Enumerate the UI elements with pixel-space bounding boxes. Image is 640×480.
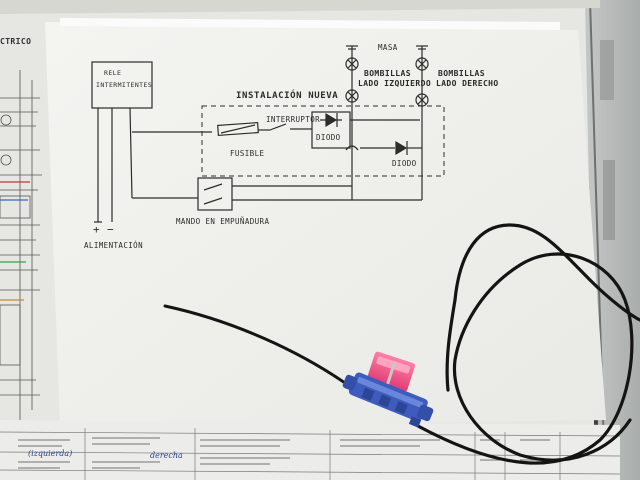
fuse-holder [342, 351, 434, 428]
paper-top-strip [60, 18, 560, 30]
relay-label-line2: INTERMITENTES [96, 81, 153, 89]
power-label: ALIMENTACIÓN [84, 241, 143, 250]
new-installation-area [201, 105, 445, 177]
relay-label-line1: RELE [104, 69, 122, 77]
handwritten-note-2: derecha [150, 451, 183, 460]
fixture-slot [603, 160, 615, 240]
right-bulbs-line1: BOMBILLAS [438, 69, 485, 78]
ground-label: MASA [378, 43, 398, 52]
bottom-sheet-print [18, 437, 550, 469]
bottom-sheet [0, 420, 620, 480]
left-bulbs-line1: BOMBILLAS [364, 69, 411, 78]
wiring-diagram [91, 45, 429, 223]
relay-box [91, 61, 153, 109]
back-sheet-colored-wires [0, 181, 30, 301]
handwritten-note-1: (izquierda) [28, 449, 73, 458]
diode-label-1: DIODO [316, 133, 341, 142]
right-bulbs-line2: LADO DERECHO [436, 79, 499, 88]
fuse-symbol [217, 121, 259, 137]
minus-sign: − [107, 223, 115, 236]
handlebar-switch-box [197, 177, 233, 211]
black-cable-tail [445, 298, 457, 392]
plus-sign: + [93, 223, 101, 236]
fuse-label: FUSIBLE [230, 149, 265, 158]
back-sheet-schematic [0, 70, 42, 420]
corner-title: CTRICO [0, 37, 32, 46]
sheet-shadow [0, 0, 600, 14]
diagram-title: INSTALACIÓN NUEVA [236, 91, 339, 101]
switch-label: INTERRUPTOR [266, 115, 321, 124]
handlebar-control-label: MANDO EN EMPUÑADURA [176, 217, 270, 226]
black-cable-loop [416, 252, 634, 465]
left-bulbs-line2: LADO IZQUIERDO [358, 79, 432, 88]
fixture-slot [600, 40, 614, 100]
black-cable-upper [453, 223, 640, 322]
diode-label-2: DIODO [392, 159, 417, 168]
black-wire-left [163, 304, 357, 392]
